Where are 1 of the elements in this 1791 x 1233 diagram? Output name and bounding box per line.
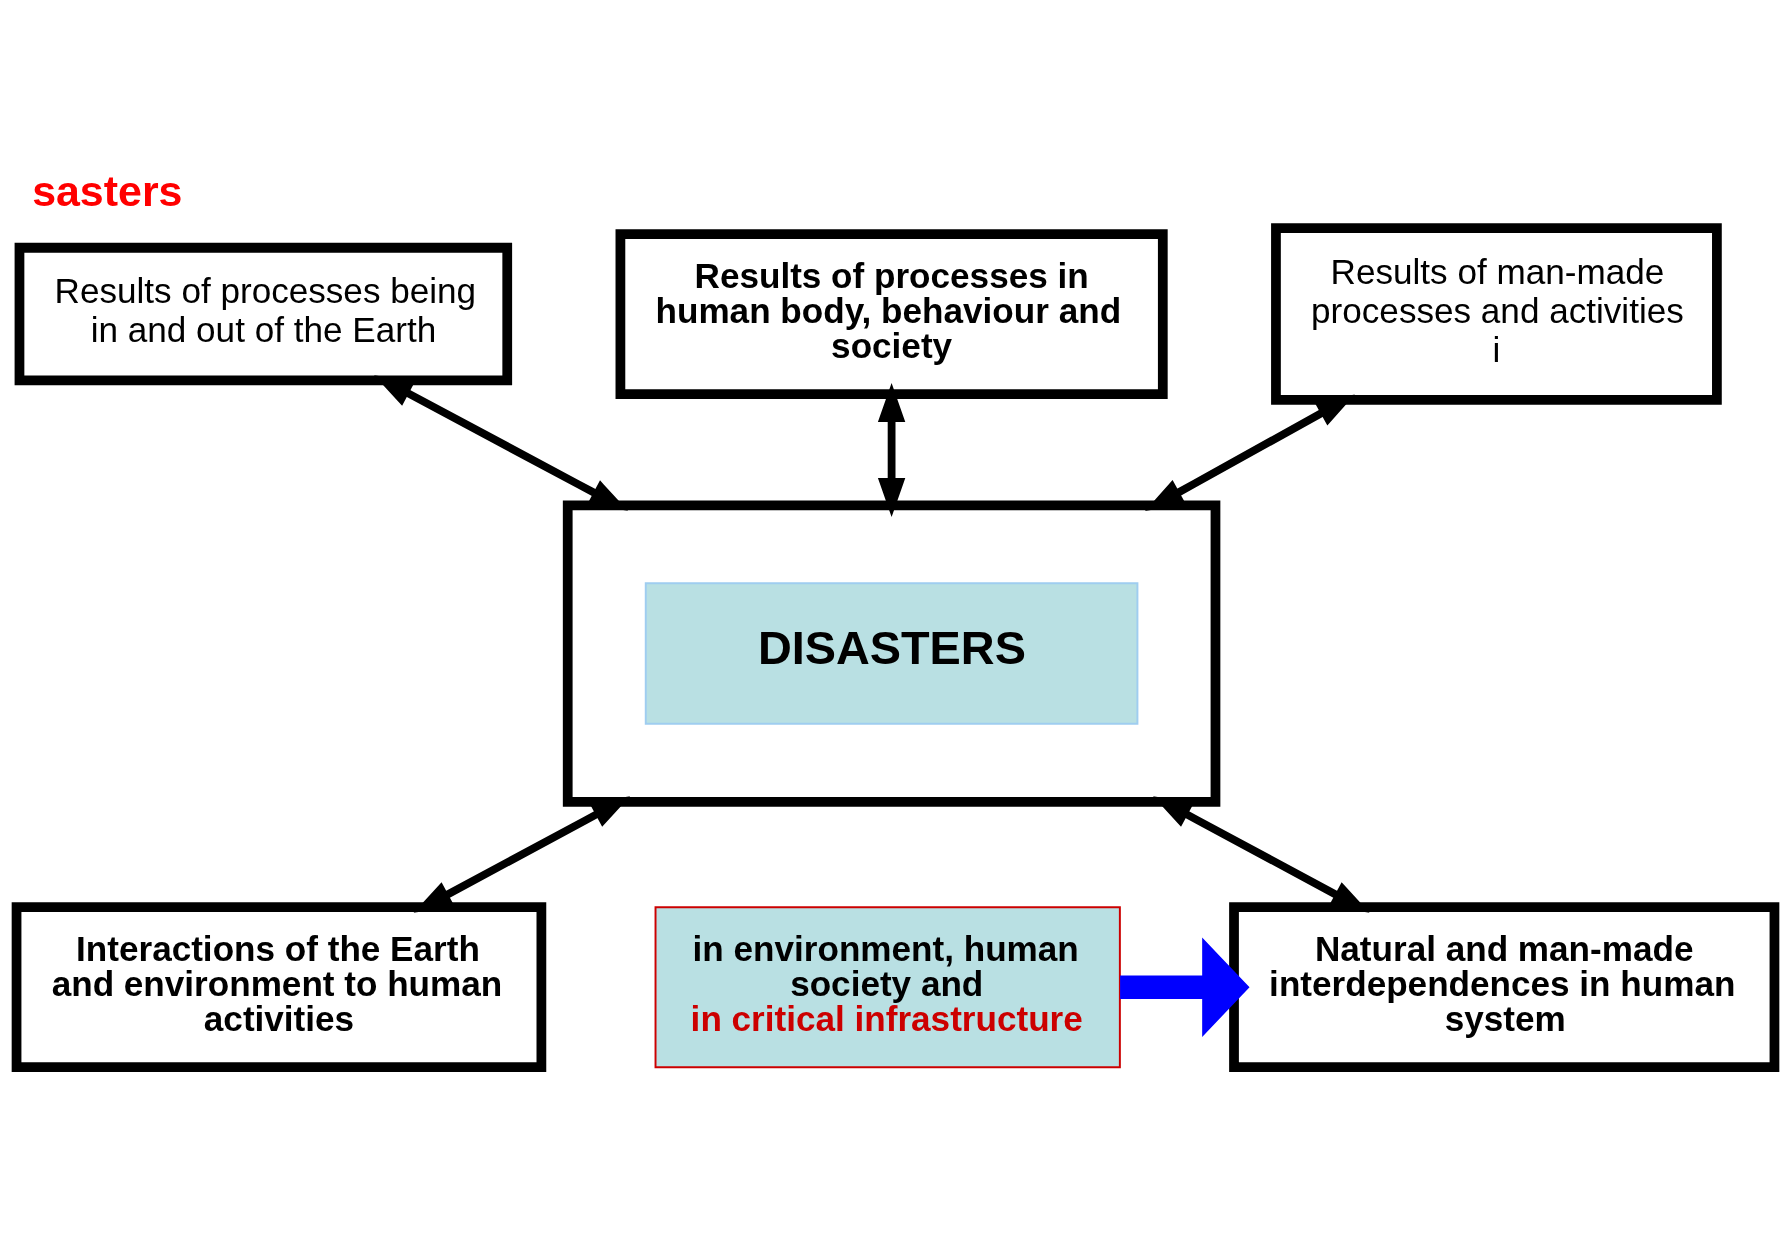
- diagram-title: sasters: [32, 167, 183, 215]
